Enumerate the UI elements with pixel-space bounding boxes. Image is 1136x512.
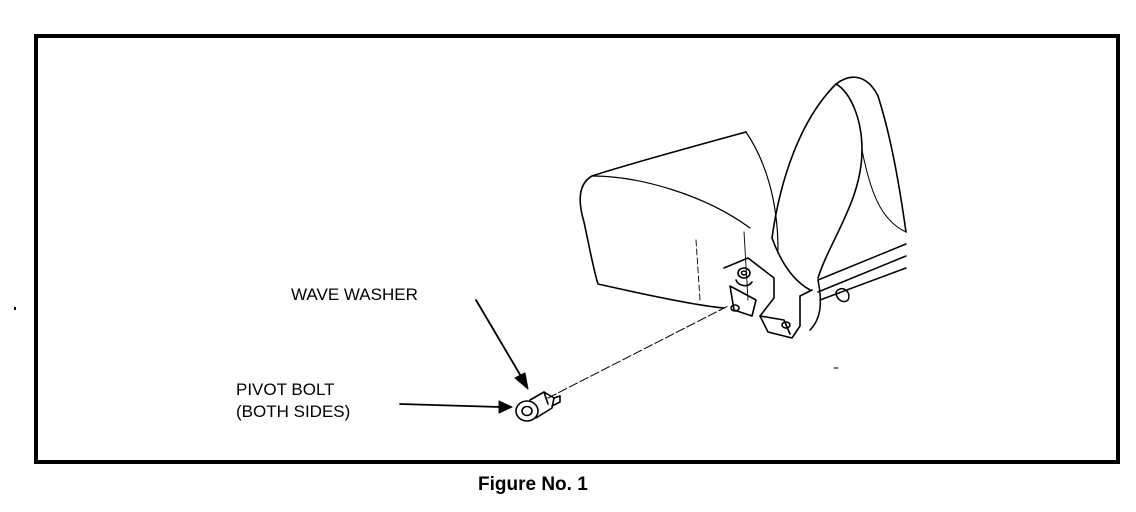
pivot-bracket xyxy=(723,257,813,339)
pivot-bolt-drawing xyxy=(515,391,561,422)
wave-washer-label: WAVE WASHER xyxy=(291,285,418,304)
assembly-guide-line xyxy=(547,305,729,399)
seat-back xyxy=(771,76,907,291)
figure-frame xyxy=(34,34,1120,464)
pivot-bolt-note: (BOTH SIDES) xyxy=(236,402,351,421)
scan-speck xyxy=(14,307,16,310)
pivot-bolt-label: PIVOT BOLT xyxy=(236,380,335,399)
leader-arrows xyxy=(399,299,529,414)
figure-caption: Figure No. 1 xyxy=(478,474,588,495)
seat-track xyxy=(809,243,907,331)
seat-cushion xyxy=(579,131,779,309)
